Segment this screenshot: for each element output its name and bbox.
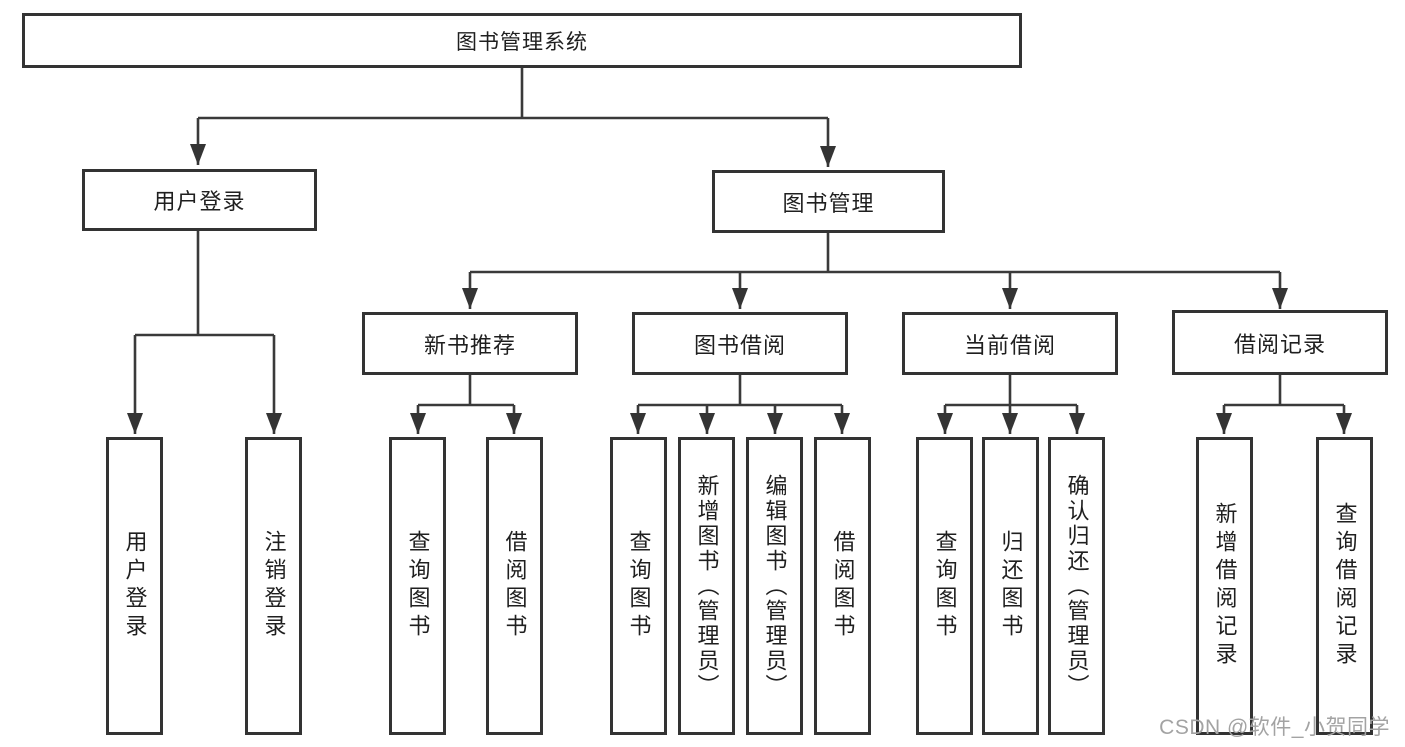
leaf-label: 查询图书 — [932, 530, 958, 642]
leaf-records-query-record: 查询借阅记录 — [1316, 437, 1373, 735]
leaf-borrow-edit-book-admin: 编辑图书（管理员） — [746, 437, 803, 735]
leaf-label: 新增借阅记录 — [1212, 502, 1238, 670]
node-borrow-records: 借阅记录 — [1172, 310, 1388, 375]
leaf-current-query-book: 查询图书 — [916, 437, 973, 735]
leaf-recommend-query-book: 查询图书 — [389, 437, 446, 735]
leaf-user-login: 用户登录 — [106, 437, 163, 735]
node-label: 新书推荐 — [423, 332, 516, 358]
node-label: 图书管理 — [782, 190, 875, 216]
leaf-label: 用户登录 — [122, 530, 148, 642]
leaf-borrow-add-book-admin: 新增图书（管理员） — [678, 437, 735, 735]
node-book-borrow: 图书借阅 — [632, 312, 848, 375]
node-label: 用户登录 — [153, 189, 246, 214]
leaf-label: 查询图书 — [405, 530, 431, 642]
watermark: CSDN @软件_小贺同学 — [1159, 716, 1390, 739]
leaf-label: 确认归还（管理员） — [1064, 473, 1090, 699]
leaf-label: 借阅图书 — [830, 530, 856, 642]
leaf-label: 借阅图书 — [502, 530, 528, 642]
leaf-label: 归还图书 — [998, 530, 1024, 642]
node-user-login: 用户登录 — [82, 169, 317, 231]
leaf-label: 查询借阅记录 — [1332, 502, 1358, 670]
leaf-label: 编辑图书（管理员） — [762, 473, 788, 699]
leaf-label: 新增图书（管理员） — [694, 473, 720, 699]
node-label: 当前借阅 — [963, 332, 1056, 358]
node-label: 图书管理系统 — [456, 30, 588, 54]
leaf-label: 查询图书 — [626, 530, 652, 642]
node-book-management: 图书管理 — [712, 170, 945, 233]
leaf-label: 注销登录 — [261, 530, 287, 642]
node-label: 图书借阅 — [693, 332, 786, 358]
leaf-current-return-book: 归还图书 — [982, 437, 1039, 735]
leaf-logout-login: 注销登录 — [245, 437, 302, 735]
node-current-borrow: 当前借阅 — [902, 312, 1118, 375]
leaf-recommend-borrow-book: 借阅图书 — [486, 437, 543, 735]
leaf-current-confirm-return-admin: 确认归还（管理员） — [1048, 437, 1105, 735]
node-new-book-recommend: 新书推荐 — [362, 312, 578, 375]
leaf-borrow-query-book: 查询图书 — [610, 437, 667, 735]
leaf-borrow-borrow-book: 借阅图书 — [814, 437, 871, 735]
leaf-records-add-record: 新增借阅记录 — [1196, 437, 1253, 735]
node-label: 借阅记录 — [1233, 331, 1326, 357]
node-library-management-system: 图书管理系统 — [22, 13, 1022, 68]
